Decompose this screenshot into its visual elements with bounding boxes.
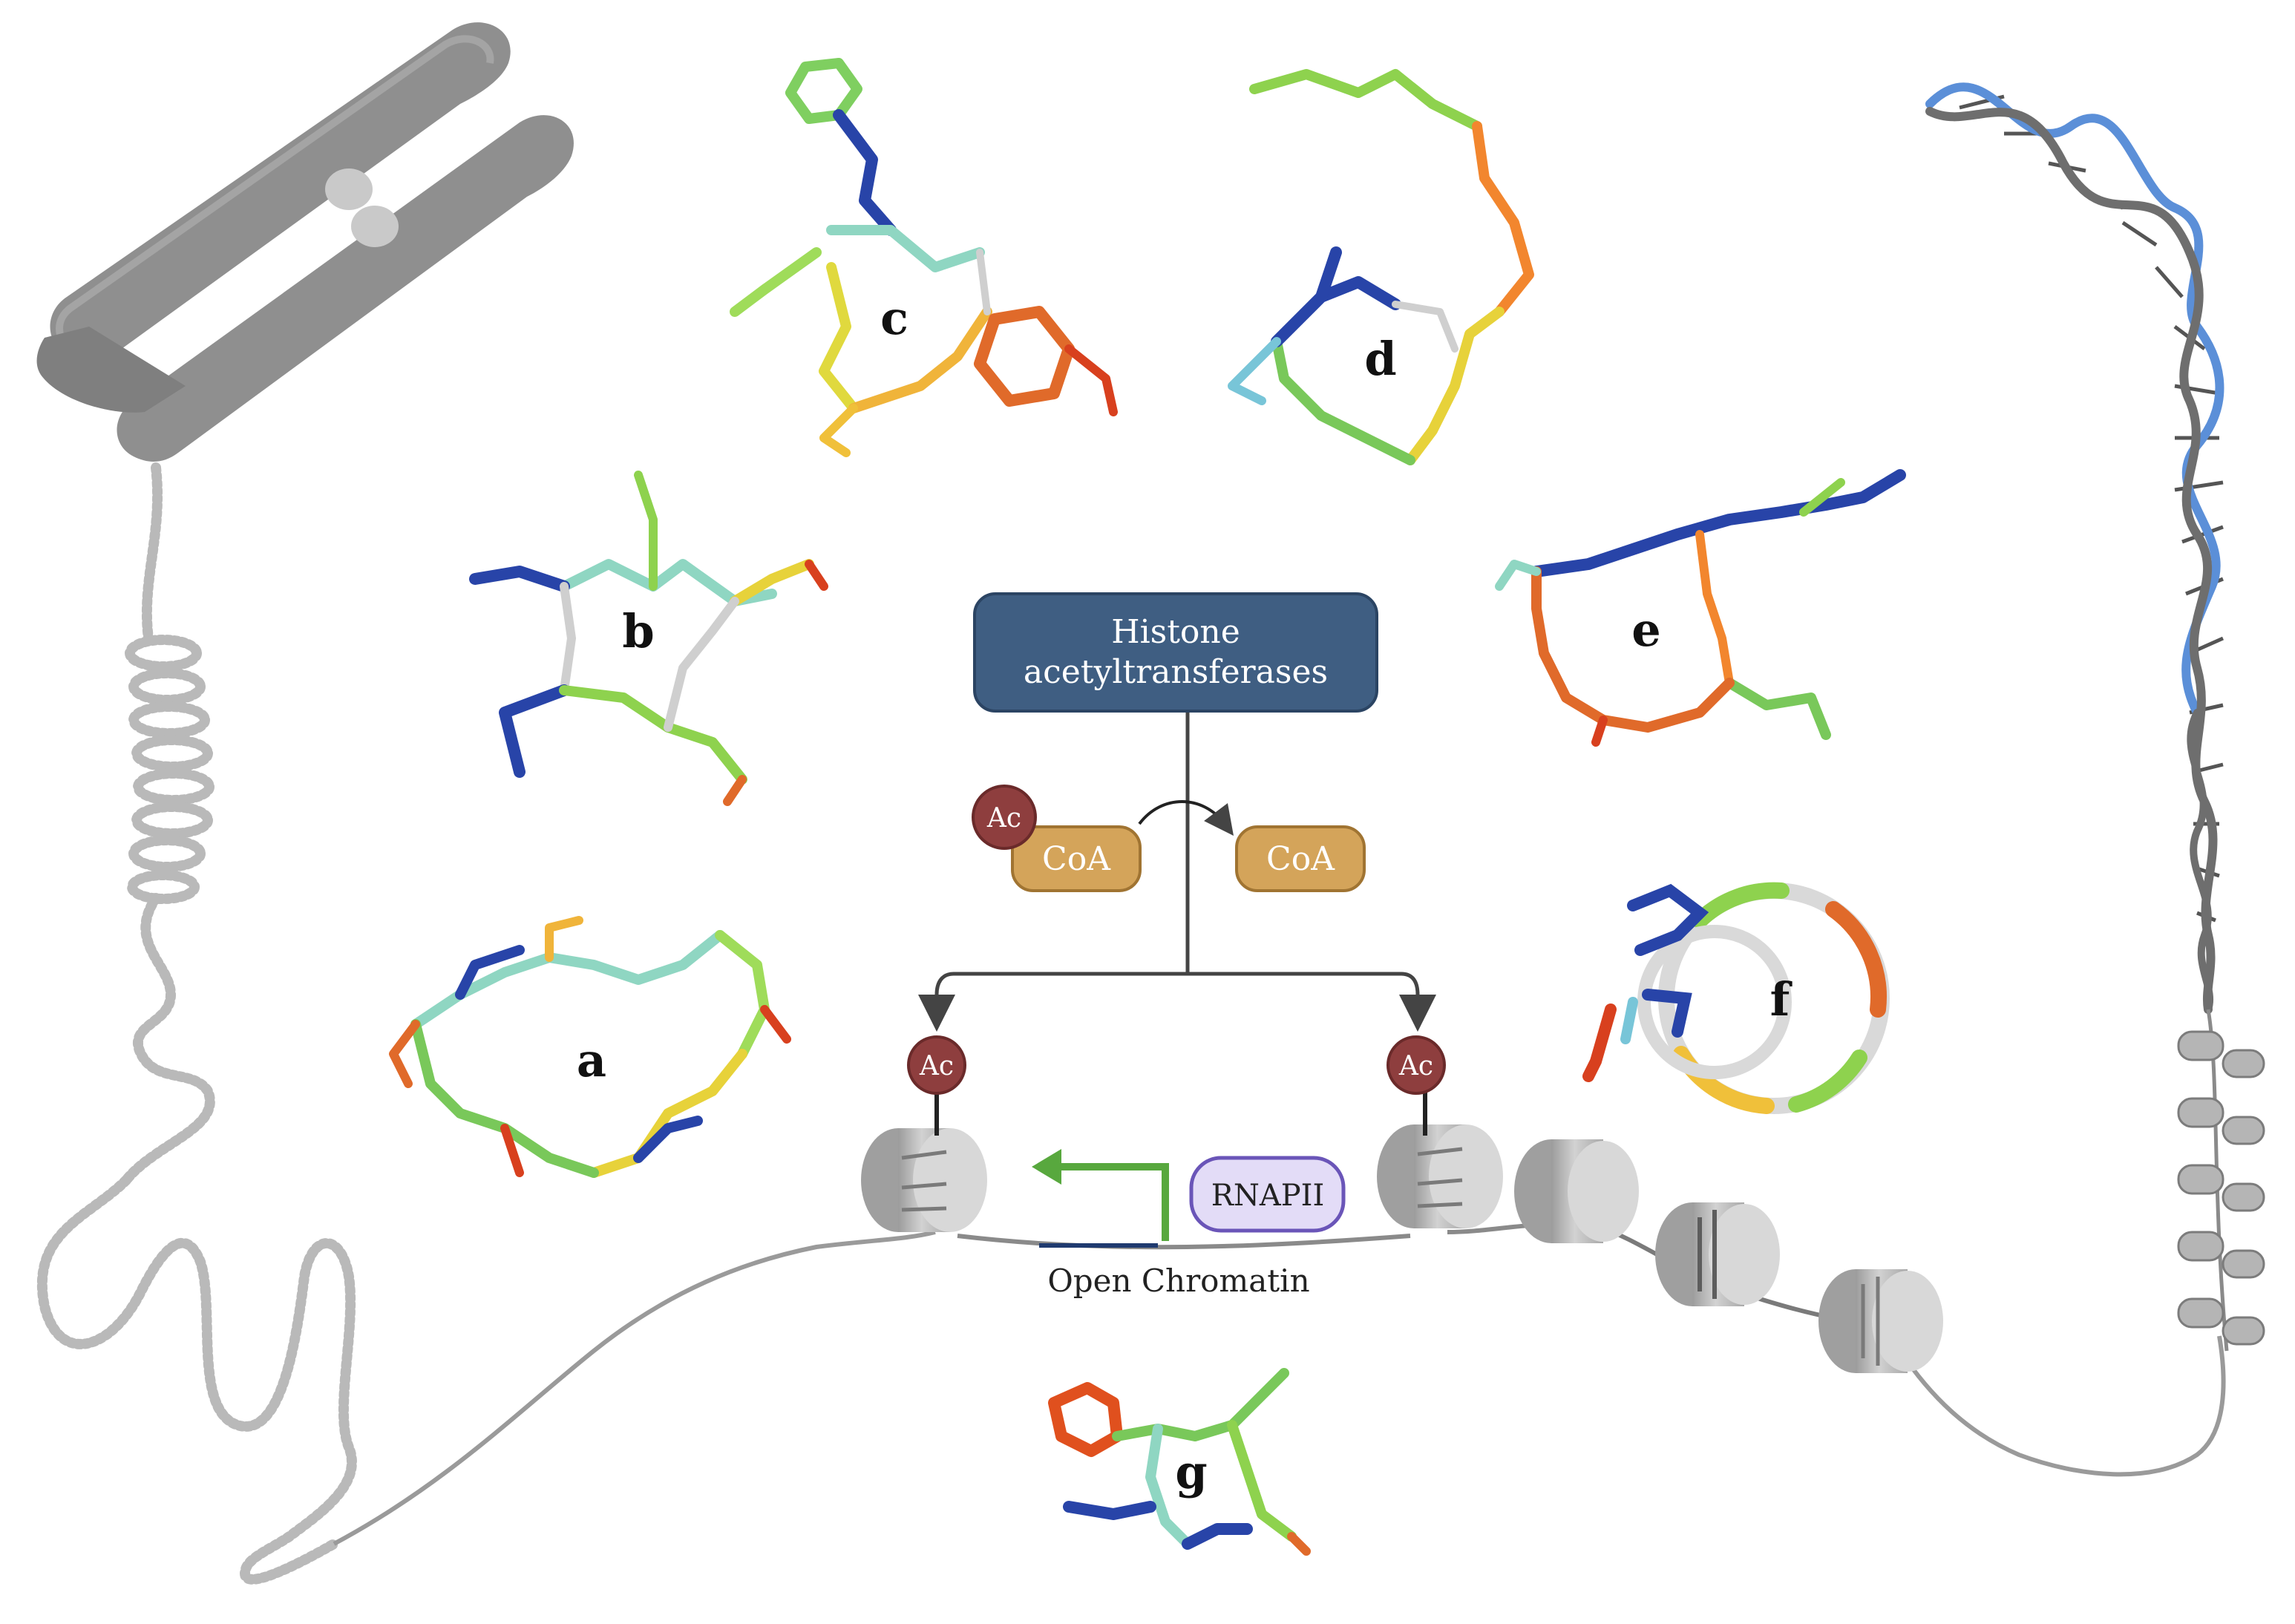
- hat-title-line1: Histone: [1111, 613, 1240, 651]
- acetyl-mark-right: Ac: [1387, 1035, 1446, 1095]
- acetyl-mark-left: Ac: [907, 1035, 966, 1095]
- nucleosome-acetylated-left: [861, 1128, 987, 1232]
- chromatin-fiber: [36, 462, 357, 1585]
- svg-text:CoA: CoA: [1042, 840, 1111, 878]
- svg-text:CoA: CoA: [1266, 840, 1335, 878]
- molecule-f-icon: [1582, 882, 1890, 1114]
- branch-arrow-right: [1188, 972, 1436, 1032]
- nucleosome-3: [1514, 1139, 1639, 1243]
- molecule-g-label: g: [1175, 1445, 1207, 1499]
- linker-dna: [333, 1230, 936, 1546]
- open-chromatin-label: Open Chromatin: [1047, 1263, 1309, 1299]
- molecule-b-label: b: [622, 604, 654, 658]
- molecule-e-label: e: [1631, 603, 1660, 657]
- dna-helix-icon: [1925, 82, 2224, 1014]
- molecule-b-icon: [469, 471, 828, 806]
- hat-box: Histone acetyltransferases: [973, 592, 1378, 713]
- molecule-d-label: d: [1364, 332, 1396, 386]
- molecule-g-icon: [1048, 1368, 1311, 1556]
- svg-text:Ac: Ac: [1398, 1051, 1433, 1081]
- molecule-a-icon: [389, 916, 791, 1178]
- hat-title-line2: acetyltransferases: [1024, 653, 1328, 691]
- nucleosome-acetylated-right: [1377, 1124, 1503, 1228]
- branch-arrow-left: [918, 972, 1188, 1032]
- molecule-d-icon: [1228, 69, 1534, 465]
- svg-text:RNAPII: RNAPII: [1211, 1179, 1325, 1213]
- linker-dna-open: [957, 1234, 1411, 1250]
- molecule-a-label: a: [577, 1033, 606, 1087]
- molecule-c-icon: [730, 58, 1118, 457]
- nucleosome-4: [1655, 1202, 1780, 1306]
- molecule-e-icon: [1495, 469, 1906, 747]
- chromosome-icon: [36, 22, 574, 462]
- svg-text:Ac: Ac: [986, 803, 1021, 834]
- transfer-arrow: [1138, 800, 1234, 836]
- nucleosome-array-fiber: [2177, 1009, 2265, 1352]
- nucleosome-5: [1818, 1269, 1943, 1373]
- molecule-f-label: f: [1770, 972, 1793, 1027]
- coa-right: CoA: [1235, 825, 1366, 892]
- rnapii-badge: RNAPII: [1189, 1156, 1346, 1233]
- svg-text:Ac: Ac: [919, 1051, 954, 1081]
- coa-left: CoA: [1011, 825, 1142, 892]
- transcription-arrow: [1054, 1163, 1169, 1241]
- molecule-c-label: c: [880, 291, 908, 345]
- acetyl-group: Ac: [972, 785, 1037, 850]
